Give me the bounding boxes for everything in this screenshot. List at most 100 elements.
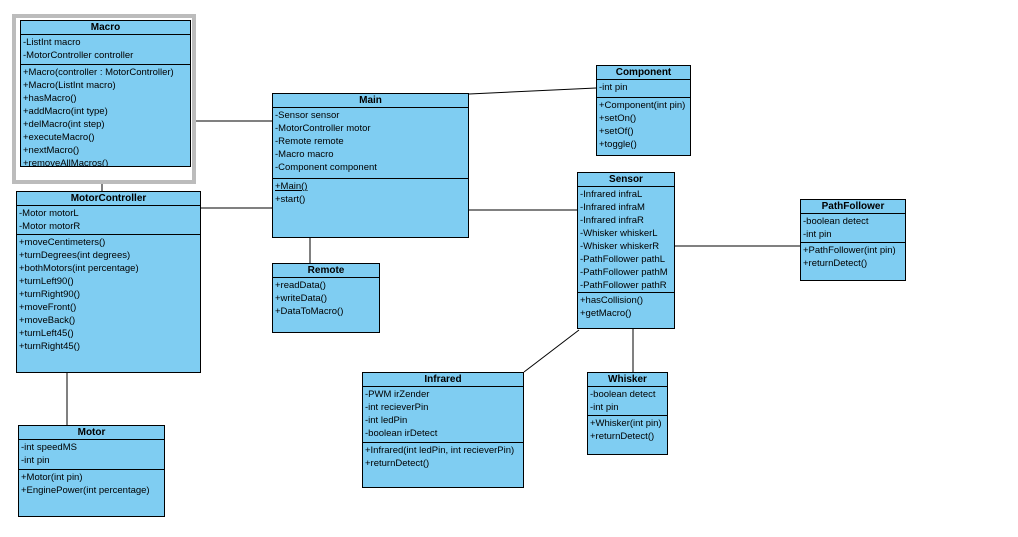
- member-row: +DataToMacro(): [275, 306, 344, 317]
- class-methods: +Component(int pin) +setOn() +setOf() +togg…: [597, 98, 690, 155]
- class-title: Component: [597, 66, 690, 80]
- member-row: +setOn(): [599, 113, 637, 124]
- member-row: -Sensor sensor: [275, 110, 340, 121]
- class-attributes: -Infrared infraL -Infrared infraM -Infrare…: [578, 187, 674, 293]
- member-row: +getMacro(): [580, 308, 632, 319]
- member-row: -ListInt macro: [23, 37, 81, 48]
- member-row: -Remote remote: [275, 136, 344, 147]
- selection-frame: [12, 14, 196, 184]
- member-row: -boolean irDetect: [365, 428, 438, 439]
- class-attributes: -boolean detect -int pin: [801, 214, 905, 243]
- class-title: Main: [273, 94, 468, 108]
- member-row: -PWM irZender: [365, 389, 430, 400]
- member-row: +delMacro(int step): [23, 119, 105, 130]
- class-title: Whisker: [588, 373, 667, 387]
- class-whisker[interactable]: Whisker -boolean detect -int pin +Whisker…: [587, 372, 668, 455]
- class-title: Remote: [273, 264, 379, 278]
- member-row: -Motor motorR: [19, 221, 81, 232]
- member-row: +turnRight90(): [19, 289, 80, 300]
- class-motorcontroller[interactable]: MotorController -Motor motorL -Motor moto…: [16, 191, 201, 373]
- member-row: +nextMacro(): [23, 145, 80, 156]
- class-title: MotorController: [17, 192, 200, 206]
- member-row: +toggle(): [599, 139, 637, 150]
- member-row: +Motor(int pin): [21, 472, 83, 483]
- member-row: +moveBack(): [19, 315, 76, 326]
- class-attributes: -ListInt macro -MotorController controlle…: [21, 35, 190, 65]
- member-row: -int pin: [590, 402, 619, 413]
- member-row: +removeAllMacros(): [23, 158, 109, 166]
- member-row: -Infrared infraR: [580, 215, 644, 226]
- class-methods: +moveCentimeters() +turnDegrees(int degre…: [17, 235, 200, 372]
- class-attributes: -PWM irZender -int recieverPin -int ledPin…: [363, 387, 523, 443]
- class-methods: +Macro(controller : MotorController) +Mac…: [21, 65, 190, 166]
- member-row: -PathFollower pathR: [580, 280, 667, 291]
- class-attributes: -int pin: [597, 80, 690, 98]
- member-row: +Infrared(int ledPin, int recieverPin): [365, 445, 515, 456]
- class-methods: +hasCollision() +getMacro(): [578, 293, 674, 328]
- member-row: +bothMotors(int percentage): [19, 263, 139, 274]
- member-row: -Motor motorL: [19, 208, 79, 219]
- member-row: +Main(): [275, 181, 308, 192]
- class-main[interactable]: Main -Sensor sensor -MotorController moto…: [272, 93, 469, 238]
- class-title: Sensor: [578, 173, 674, 187]
- connector-main-component: [468, 87, 597, 95]
- class-attributes: -Sensor sensor -MotorController motor -Rem…: [273, 108, 468, 179]
- member-row: -int speedMS: [21, 442, 77, 453]
- member-row: -boolean detect: [590, 389, 656, 400]
- member-row: -int recieverPin: [365, 402, 429, 413]
- member-row: +addMacro(int type): [23, 106, 108, 117]
- class-title: Macro: [21, 21, 190, 35]
- class-methods: +Main() +start(): [273, 179, 468, 237]
- member-row: -int pin: [803, 229, 832, 240]
- class-pathfollower[interactable]: PathFollower -boolean detect -int pin +Pa…: [800, 199, 906, 281]
- member-row: +hasCollision(): [580, 295, 644, 306]
- member-row: -PathFollower pathL: [580, 254, 666, 265]
- class-title: PathFollower: [801, 200, 905, 214]
- member-row: -MotorController motor: [275, 123, 371, 134]
- class-methods: +readData() +writeData() +DataToMacro(): [273, 278, 379, 332]
- member-row: +turnLeft45(): [19, 328, 74, 339]
- member-row: +moveCentimeters(): [19, 237, 106, 248]
- member-row: -MotorController controller: [23, 50, 134, 61]
- member-row: +readData(): [275, 280, 326, 291]
- member-row: -Whisker whiskerL: [580, 228, 658, 239]
- class-infrared[interactable]: Infrared -PWM irZender -int recieverPin -i…: [362, 372, 524, 488]
- class-component[interactable]: Component -int pin +Component(int pin) +s…: [596, 65, 691, 156]
- class-attributes: -boolean detect -int pin: [588, 387, 667, 416]
- class-sensor[interactable]: Sensor -Infrared infraL-Infrared infraM-…: [577, 172, 675, 329]
- member-row: +start(): [275, 194, 306, 205]
- member-row: +writeData(): [275, 293, 327, 304]
- member-row: +moveFront(): [19, 302, 77, 313]
- class-title: Infrared: [363, 373, 523, 387]
- member-row: -int pin: [599, 82, 628, 93]
- member-row: -Component component: [275, 162, 377, 173]
- member-row: +Whisker(int pin): [590, 418, 662, 429]
- class-attributes: -int speedMS -int pin: [19, 440, 164, 470]
- class-motor[interactable]: Motor -int speedMS -int pin +Motor(int pi…: [18, 425, 165, 517]
- member-row: -Whisker whiskerR: [580, 241, 660, 252]
- member-row: +Macro(ListInt macro): [23, 80, 116, 91]
- member-row: -boolean detect: [803, 216, 869, 227]
- class-macro[interactable]: Macro -ListInt macro -MotorController con…: [20, 20, 191, 167]
- class-methods: +Infrared(int ledPin, int recieverPin) +r…: [363, 443, 523, 487]
- member-row: +Macro(controller : MotorController): [23, 67, 174, 78]
- member-row: +turnDegrees(int degrees): [19, 250, 131, 261]
- member-row: +returnDetect(): [803, 258, 868, 269]
- member-row: -Infrared infraM: [580, 202, 645, 213]
- member-row: -Infrared infraL: [580, 189, 643, 200]
- member-row: -int ledPin: [365, 415, 408, 426]
- member-row: +setOf(): [599, 126, 634, 137]
- member-row: -PathFollower pathM: [580, 267, 668, 278]
- class-remote[interactable]: Remote +readData() +writeData() +DataToMac…: [272, 263, 380, 333]
- member-row: +PathFollower(int pin): [803, 245, 896, 256]
- class-methods: +PathFollower(int pin) +returnDetect(): [801, 243, 905, 280]
- member-row: -Macro macro: [275, 149, 334, 160]
- member-row: +returnDetect(): [590, 431, 655, 442]
- class-methods: +Motor(int pin)+EnginePower(int percenta…: [19, 470, 164, 516]
- member-row: +Component(int pin): [599, 100, 686, 111]
- member-row: -int pin: [21, 455, 50, 466]
- member-row: +turnLeft90(): [19, 276, 74, 287]
- class-title: Motor: [19, 426, 164, 440]
- member-row: +returnDetect(): [365, 458, 430, 469]
